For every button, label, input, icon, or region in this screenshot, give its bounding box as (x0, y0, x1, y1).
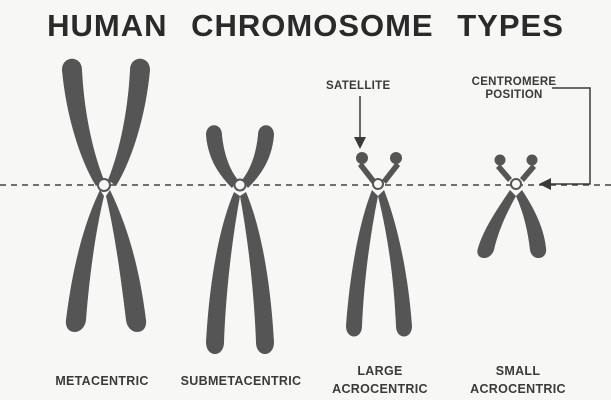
metacentric-chromosome (62, 59, 150, 332)
small-acrocentric-chromosome (477, 155, 546, 259)
label-small-acrocentric: SMALL ACROCENTRIC (456, 362, 580, 398)
label-line: SUBMETACENTRIC (168, 372, 314, 390)
centromere-arrow (542, 88, 590, 184)
label-line: ACROCENTRIC (318, 380, 442, 398)
label-metacentric: METACENTRIC (40, 372, 164, 390)
label-line: SMALL (456, 362, 580, 380)
label-submetacentric: SUBMETACENTRIC (168, 372, 314, 390)
satellite-label: SATELLITE (326, 80, 390, 93)
centromere-label-line1: CENTROMERE (470, 76, 558, 89)
label-line: METACENTRIC (40, 372, 164, 390)
centromere-position-label: CENTROMERE POSITION (470, 76, 558, 102)
centromere-label-line2: POSITION (470, 89, 558, 102)
large-acrocentric-chromosome (346, 152, 412, 337)
label-line: LARGE (318, 362, 442, 380)
label-large-acrocentric: LARGE ACROCENTRIC (318, 362, 442, 398)
label-line: ACROCENTRIC (456, 380, 580, 398)
submetacentric-chromosome (206, 125, 274, 354)
